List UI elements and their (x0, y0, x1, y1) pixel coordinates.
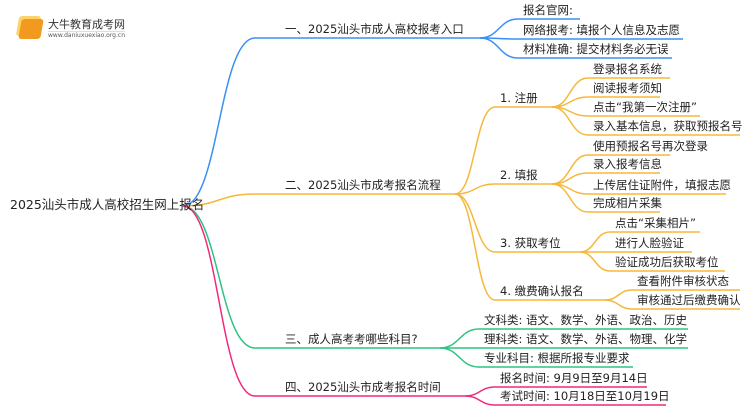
leaf-item: 登录报名系统 (593, 62, 662, 76)
edge (182, 37, 480, 207)
leaf-item: 理科类: 语文、数学、外语、物理、化学 (484, 332, 688, 346)
leaf-item: 考试时间: 10月18日至10月19日 (500, 389, 670, 403)
sub-step: 2. 填报 (500, 168, 538, 182)
leaf-item: 完成相片采集 (593, 196, 662, 210)
leaf-item: 审核通过后缴费确认 (637, 293, 741, 307)
leaf-item: 点击“我第一次注册” (593, 100, 697, 114)
leaf-item: 录入报考信息 (593, 157, 662, 171)
edge (454, 106, 552, 195)
sub-step: 1. 注册 (500, 91, 538, 105)
sub-step: 3. 获取考位 (500, 236, 561, 250)
edge (579, 251, 725, 272)
edge (182, 193, 455, 207)
leaf-item: 进行人脸验证 (615, 236, 684, 250)
leaf-item: 网络报考: 填报个人信息及志愿 (523, 23, 681, 37)
edge (551, 172, 660, 185)
leaf-item: 查看附件审核状态 (637, 274, 729, 288)
edge (454, 193, 605, 301)
edge (551, 183, 660, 213)
sub-step: 4. 缴费确认报名 (500, 284, 584, 298)
logo: 大牛教育成考网 www.daniuxuexiao.org.cn (18, 18, 125, 39)
edge (454, 193, 580, 253)
leaf-item: 使用预报名号再次登录 (593, 139, 708, 153)
edge (182, 205, 465, 397)
branch-dates: 四、2025汕头市成考报名时间 (285, 380, 441, 394)
leaf-item: 点击“采集相片” (615, 216, 696, 230)
leaf-item: 验证成功后获取考位 (615, 255, 719, 269)
edge (439, 347, 633, 368)
edge (604, 299, 740, 310)
logo-title: 大牛教育成考网 (48, 18, 125, 31)
branch-entry: 一、2025汕头市成人高校报考入口 (285, 22, 464, 36)
leaf-item: 报名官网: (523, 3, 573, 17)
edge (479, 37, 683, 40)
branch-subjects: 三、成人高考考哪些科目? (285, 332, 418, 346)
leaf-item: 材料准确: 提交材料务必无误 (523, 42, 669, 56)
edge (479, 37, 672, 59)
leaf-item: 阅读报考须知 (593, 81, 662, 95)
leaf-item: 专业科目: 根据所报专业要求 (484, 351, 630, 365)
root-node: 2025汕头市成人高校招生网上报名 (10, 197, 205, 212)
branch-process: 二、2025汕头市成考报名流程 (285, 178, 441, 192)
edge (454, 183, 552, 195)
logo-url: www.daniuxuexiao.org.cn (48, 31, 125, 39)
leaf-item: 报名时间: 9月9日至9月14日 (500, 371, 648, 385)
leaf-item: 文科类: 语文、数学、外语、政治、历史 (484, 313, 688, 327)
edge (182, 205, 440, 349)
edge (551, 106, 740, 136)
edge (464, 395, 666, 406)
leaf-item: 录入基本信息，获取预报名号 (593, 119, 743, 133)
leaf-item: 上传居住证附件，填报志愿 (593, 178, 731, 192)
